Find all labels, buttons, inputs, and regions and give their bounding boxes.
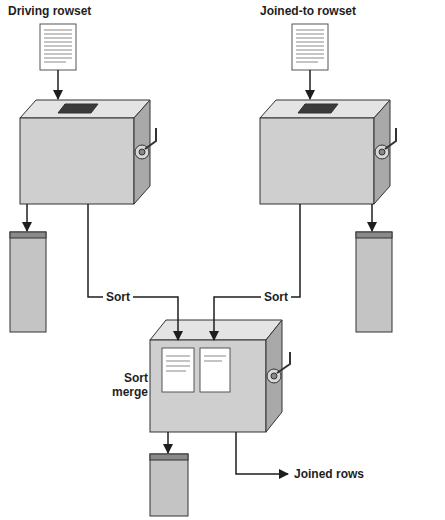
- input-arrow: [309, 70, 311, 99]
- sort-connector: [88, 204, 178, 340]
- machine-box: [150, 320, 290, 432]
- leader-arrow: [236, 432, 288, 474]
- sort-connector: [214, 204, 300, 340]
- document-icon: [40, 24, 76, 70]
- machine-box: [20, 100, 156, 204]
- rowset-heading: Driving rowset: [8, 4, 91, 18]
- bin: [356, 232, 392, 332]
- sort-page: [162, 348, 230, 392]
- rowset-heading: Joined-to rowset: [260, 4, 356, 18]
- output-arrow: [26, 204, 28, 231]
- output-label: Joined rows: [291, 467, 367, 481]
- bin: [10, 232, 46, 332]
- output-arrow: [371, 204, 373, 231]
- machine-box: [260, 100, 396, 204]
- bin: [150, 454, 188, 516]
- edge-label: Sort: [261, 290, 291, 304]
- document-icon: [292, 24, 328, 70]
- input-arrow: [57, 70, 59, 99]
- box-heading: Sort merge: [104, 371, 148, 399]
- output-arrow: [167, 432, 169, 453]
- edge-label: Sort: [103, 290, 133, 304]
- rowset-box: Driving rowset: [4, 2, 164, 204]
- sort-merge-box: Sort merge: [104, 340, 290, 432]
- rowset-box: Joined-to rowset: [256, 2, 406, 204]
